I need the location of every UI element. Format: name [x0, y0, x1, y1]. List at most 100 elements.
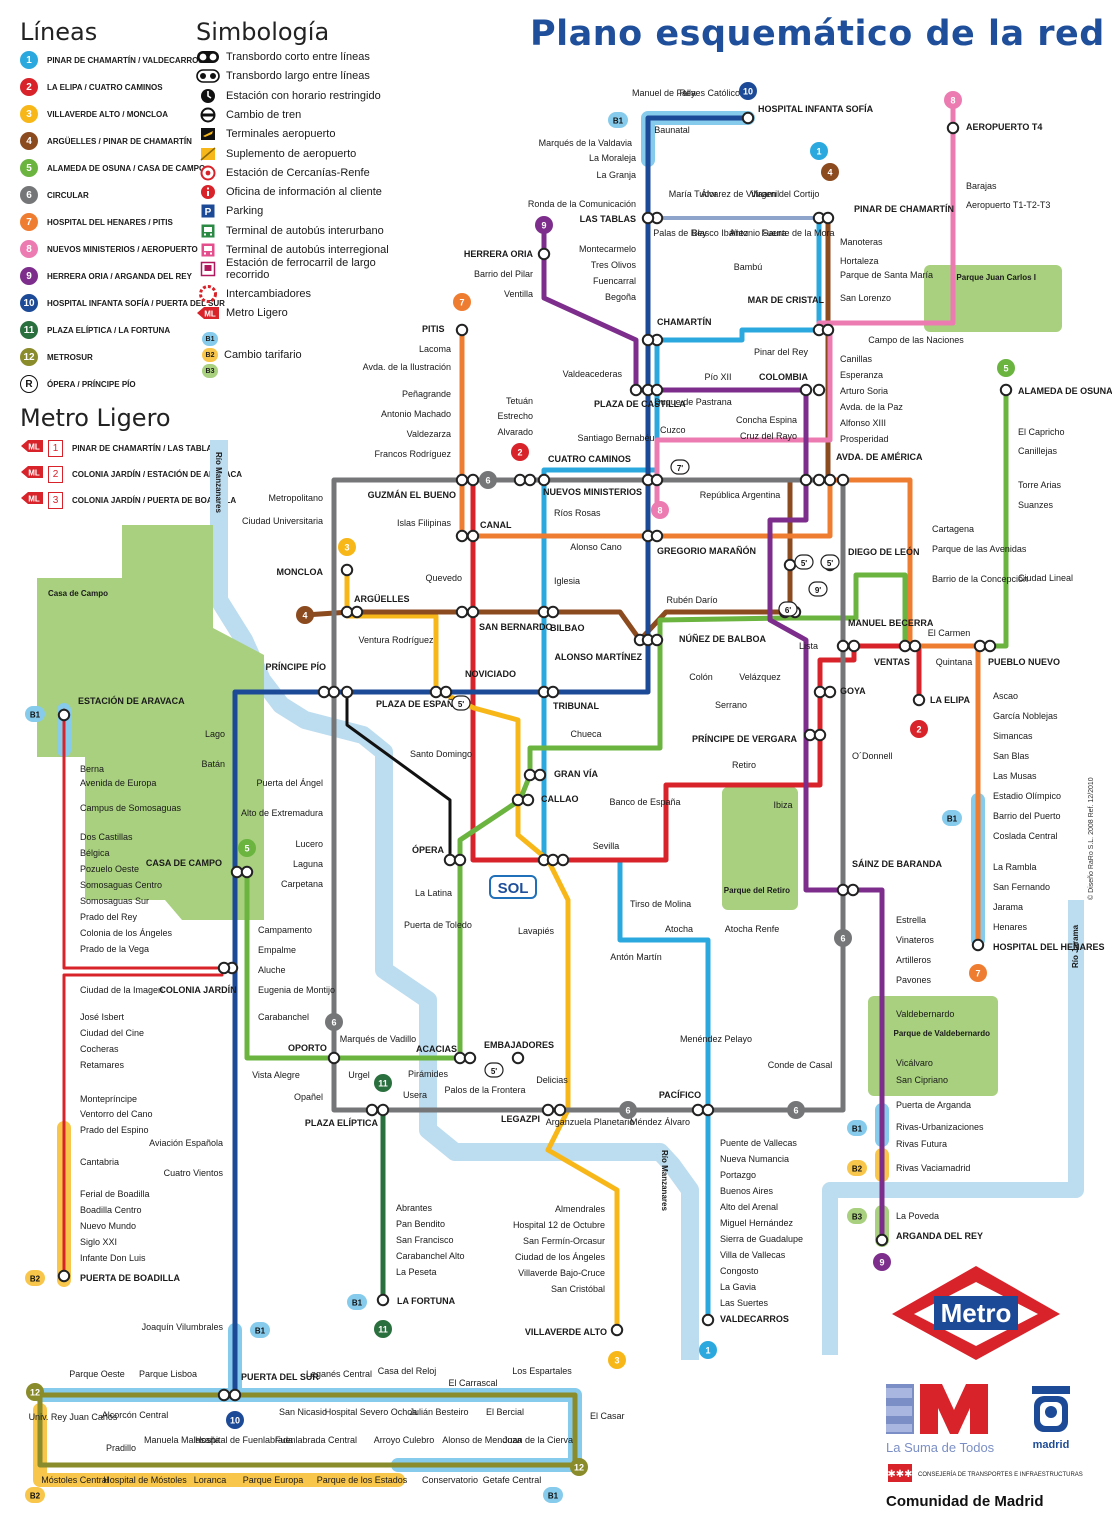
station-label-ciudad-imagen[interactable]: Ciudad de la Imagen: [80, 985, 163, 995]
station-label-san-bernardo[interactable]: SAN BERNARDO: [479, 622, 553, 632]
station-label-tirso-molina[interactable]: Tirso de Molina: [630, 899, 691, 909]
station-label-casa-reloj[interactable]: Casa del Reloj: [378, 1366, 437, 1376]
station-label-buenos-aires[interactable]: Buenos Aires: [720, 1186, 774, 1196]
station-interchange[interactable]: [821, 323, 835, 337]
station-label-marques-vadillo[interactable]: Marqués de Vadillo: [340, 1034, 416, 1044]
station-label-pradillo[interactable]: Pradillo: [106, 1443, 136, 1453]
station-label-pan-bendito[interactable]: Pan Bendito: [396, 1219, 445, 1229]
station-label-santiago-bernabeu[interactable]: Santiago Bernabéu: [577, 433, 654, 443]
station-label-colonia-angeles[interactable]: Colonia de los Ángeles: [80, 928, 173, 938]
station-label-maria-tudor[interactable]: María Tudor: [669, 189, 718, 199]
station-label-nunez-balboa[interactable]: NÚÑEZ DE BALBOA: [679, 633, 766, 644]
station-label-arganda-rey[interactable]: ARGANDA DEL REY: [896, 1231, 983, 1241]
station-label-fuente-mora[interactable]: Fuente de la Mora: [761, 228, 834, 238]
station-label-manoteras[interactable]: Manoteras: [840, 237, 883, 247]
station-interchange[interactable]: [813, 728, 827, 742]
station-label-chamartin[interactable]: CHAMARTÍN: [657, 317, 712, 327]
station-label-conservatorio[interactable]: Conservatorio: [422, 1475, 478, 1485]
station-interchange[interactable]: [455, 323, 469, 337]
station-interchange[interactable]: [641, 333, 655, 347]
station-label-prado-vega[interactable]: Prado de la Vega: [80, 944, 149, 954]
station-label-loranca[interactable]: Loranca: [194, 1475, 227, 1485]
station-label-velazquez[interactable]: Velázquez: [739, 672, 781, 682]
station-label-lucero[interactable]: Lucero: [295, 839, 323, 849]
station-label-parque-europa[interactable]: Parque Europa: [243, 1475, 304, 1485]
station-interchange[interactable]: [823, 685, 837, 699]
station-label-canal[interactable]: CANAL: [480, 520, 512, 530]
station-label-concha-espina[interactable]: Concha Espina: [736, 415, 797, 425]
station-interchange[interactable]: [650, 383, 664, 397]
station-label-laguna[interactable]: Laguna: [293, 859, 323, 869]
station-interchange[interactable]: [429, 685, 443, 699]
station-label-puerta-arganda[interactable]: Puerta de Arganda: [896, 1100, 971, 1110]
station-interchange[interactable]: [898, 639, 912, 653]
station-label-puerta-boadilla[interactable]: PUERTA DE BOADILLA: [80, 1273, 180, 1283]
station-interchange[interactable]: [376, 1103, 390, 1117]
station-label-hortaleza[interactable]: Hortaleza: [840, 256, 879, 266]
station-label-barrio-pilar[interactable]: Barrio del Pilar: [474, 269, 533, 279]
station-interchange[interactable]: [836, 639, 850, 653]
station-label-tribunal[interactable]: TRIBUNAL: [553, 701, 599, 711]
station-label-pinar-rey[interactable]: Pinar del Rey: [754, 347, 809, 357]
station-interchange[interactable]: [553, 1103, 567, 1117]
station-label-puerta-toledo[interactable]: Puerta de Toledo: [404, 920, 472, 930]
station-label-cuatro-vientos[interactable]: Cuatro Vientos: [164, 1168, 224, 1178]
station-label-prado-rey[interactable]: Prado del Rey: [80, 912, 138, 922]
sol-station-box[interactable]: SOL: [489, 875, 537, 899]
station-label-urgel[interactable]: Urgel: [348, 1070, 370, 1080]
station-label-carpetana[interactable]: Carpetana: [281, 879, 323, 889]
station-label-getafe-central[interactable]: Getafe Central: [483, 1475, 542, 1485]
station-interchange[interactable]: [813, 685, 827, 699]
station-label-nuevos-ministerios[interactable]: NUEVOS MINISTERIOS: [543, 487, 642, 497]
station-interchange[interactable]: [453, 1051, 467, 1065]
station-label-santo-domingo[interactable]: Santo Domingo: [410, 749, 472, 759]
station-label-las-musas[interactable]: Las Musas: [993, 771, 1037, 781]
station-label-blasco-ibanez[interactable]: Blasco Ibáñez: [692, 228, 749, 238]
station-label-prado-espino[interactable]: Prado del Espino: [80, 1125, 149, 1135]
station-label-berna[interactable]: Berna: [80, 764, 104, 774]
station-label-hospital-henares[interactable]: HOSPITAL DEL HENARES: [993, 942, 1105, 952]
station-label-marques-valdavia[interactable]: Marqués de la Valdavia: [539, 138, 632, 148]
station-label-parque-santa-maria[interactable]: Parque de Santa María: [840, 270, 933, 280]
station-label-mendez-alvaro[interactable]: Méndez Álvaro: [630, 1117, 690, 1127]
station-label-parque-avenidas[interactable]: Parque de las Avenidas: [932, 544, 1027, 554]
station-label-mar-cristal[interactable]: MAR DE CRISTAL: [748, 295, 825, 305]
station-label-aluche[interactable]: Aluche: [258, 965, 286, 975]
station-label-ciudad-lineal[interactable]: Ciudad Lineal: [1018, 573, 1073, 583]
station-interchange[interactable]: [999, 383, 1013, 397]
station-label-los-espartales[interactable]: Los Espartales: [512, 1366, 572, 1376]
station-label-estrecho[interactable]: Estrecho: [497, 411, 533, 421]
station-interchange[interactable]: [546, 853, 560, 867]
station-interchange[interactable]: [546, 685, 560, 699]
station-label-pio-xii[interactable]: Pío XII: [704, 372, 731, 382]
station-label-opanel[interactable]: Opañel: [294, 1092, 323, 1102]
station-interchange[interactable]: [463, 1051, 477, 1065]
station-label-congosto[interactable]: Congosto: [720, 1266, 759, 1276]
station-label-republica-argentina[interactable]: República Argentina: [700, 490, 781, 500]
station-interchange[interactable]: [455, 529, 469, 543]
station-label-ventorro-cano[interactable]: Ventorro del Cano: [80, 1109, 153, 1119]
station-label-banco-espana[interactable]: Banco de España: [609, 797, 680, 807]
station-label-antonio-machado[interactable]: Antonio Machado: [381, 409, 451, 419]
station-interchange[interactable]: [455, 473, 469, 487]
station-label-infante-don-luis[interactable]: Infante Don Luis: [80, 1253, 146, 1263]
station-interchange[interactable]: [650, 529, 664, 543]
station-label-joaquin-vilumbrales[interactable]: Joaquín Vilumbrales: [142, 1322, 224, 1332]
station-label-san-francisco[interactable]: San Francisco: [396, 1235, 454, 1245]
station-label-lacoma[interactable]: Lacoma: [419, 344, 451, 354]
station-label-el-capricho[interactable]: El Capricho: [1018, 427, 1065, 437]
station-label-cantabria[interactable]: Cantabria: [80, 1157, 119, 1167]
station-label-legazpi[interactable]: LEGAZPI: [501, 1114, 540, 1124]
station-label-opera[interactable]: ÓPERA: [412, 844, 445, 855]
station-label-barrio-concepcion[interactable]: Barrio de la Concepción: [932, 574, 1028, 584]
station-label-pacifico[interactable]: PACÍFICO: [659, 1090, 701, 1100]
station-interchange[interactable]: [812, 473, 826, 487]
station-label-reyes-catolicos[interactable]: Reyes Católicos: [679, 88, 745, 98]
station-label-la-fortuna[interactable]: LA FORTUNA: [397, 1296, 456, 1306]
station-interchange[interactable]: [453, 853, 467, 867]
station-label-barrio-puerto[interactable]: Barrio del Puerto: [993, 811, 1061, 821]
station-label-goya[interactable]: GOYA: [840, 686, 866, 696]
station-interchange[interactable]: [803, 728, 817, 742]
station-interchange[interactable]: [701, 1103, 715, 1117]
station-label-campamento[interactable]: Campamento: [258, 925, 312, 935]
